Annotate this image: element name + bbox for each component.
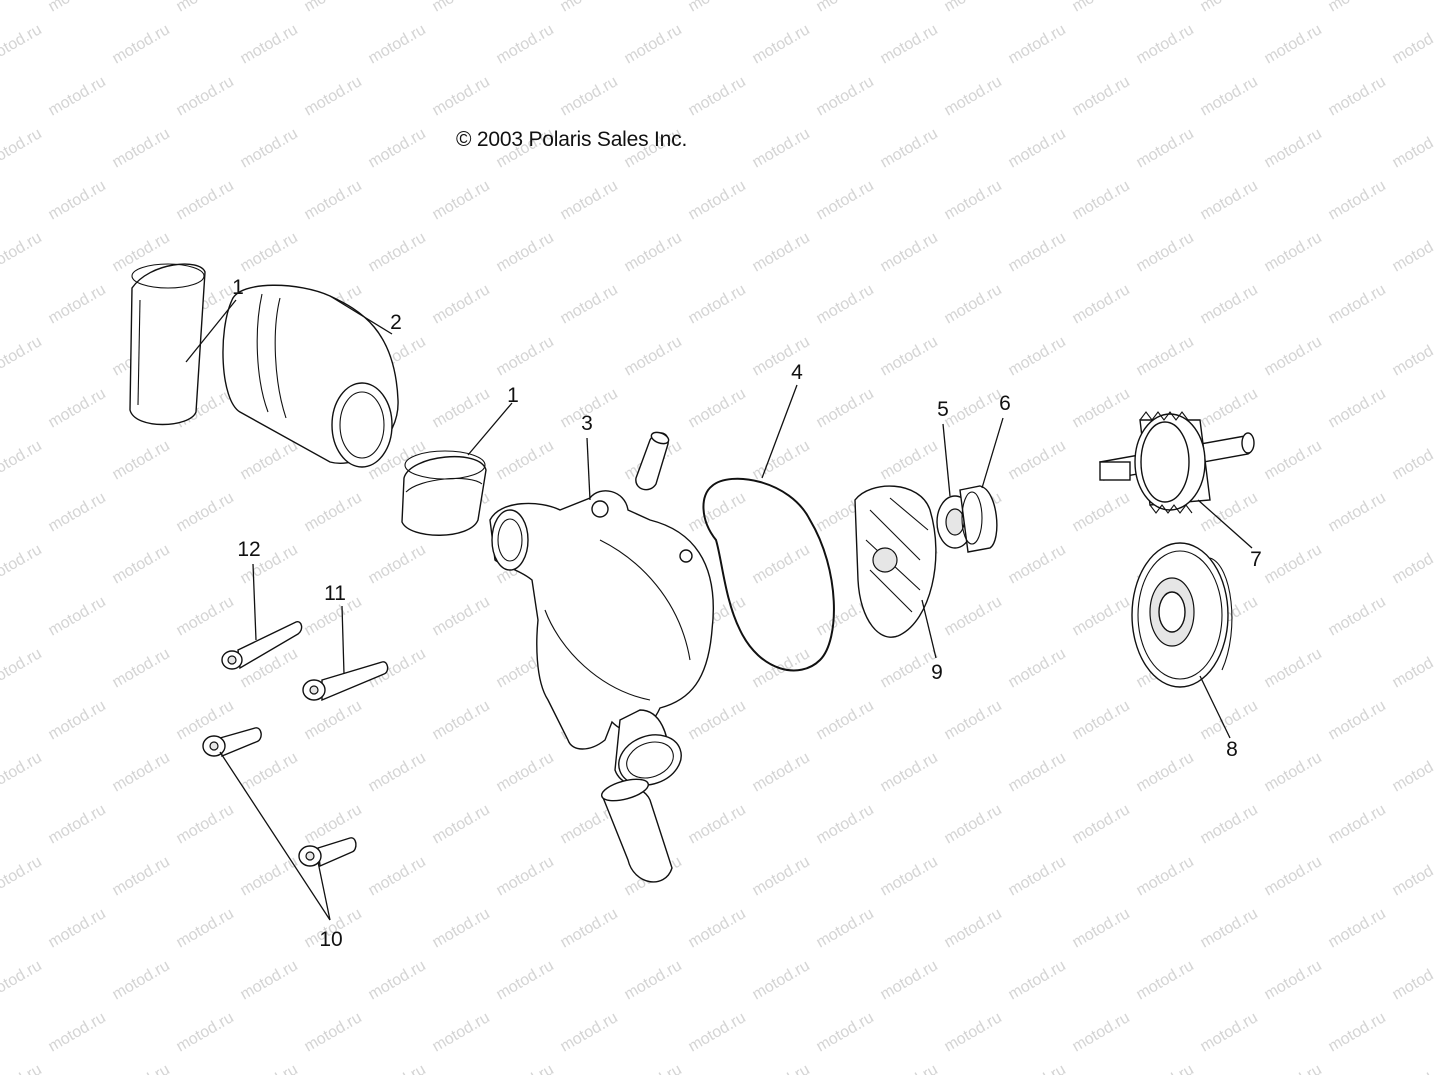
- callout-11-bolt: 11: [324, 582, 346, 605]
- impeller: [854, 485, 937, 638]
- fitting-nipple: [635, 431, 670, 491]
- copyright-notice: © 2003 Polaris Sales Inc.: [456, 128, 688, 151]
- callout-10-bolts: 10: [319, 928, 343, 951]
- bolt-10-upper: [202, 727, 262, 758]
- coolant-hose: [222, 284, 399, 468]
- callout-3-housing: 3: [581, 412, 593, 435]
- callout-8-gear: 8: [1226, 738, 1238, 761]
- callout-12-bolt: 12: [237, 538, 261, 561]
- pump-housing: [489, 490, 714, 786]
- callout-5-seal: 5: [937, 398, 949, 421]
- bypass-tube: [601, 778, 673, 883]
- idler-gear: [1131, 542, 1233, 688]
- callout-4-gasket: 4: [791, 361, 803, 384]
- drive-shaft-gear: [1099, 411, 1255, 514]
- bolt-11: [302, 661, 389, 702]
- callout-9-impeller: 9: [931, 661, 943, 684]
- bolt-12: [221, 621, 303, 670]
- callout-6-bearing: 6: [999, 392, 1011, 415]
- clamp-ring-left: [129, 263, 206, 426]
- o-ring-gasket: [702, 477, 835, 672]
- callout-1-clamp: 1: [232, 276, 244, 299]
- bolt-10-lower: [298, 837, 357, 868]
- clamp-ring-right: [401, 450, 487, 536]
- callout-2-hose: 2: [390, 311, 402, 334]
- callout-1-clamp-2: 1: [507, 384, 519, 407]
- leader-lines: [185, 295, 1253, 921]
- callout-7-shaft: 7: [1250, 548, 1262, 571]
